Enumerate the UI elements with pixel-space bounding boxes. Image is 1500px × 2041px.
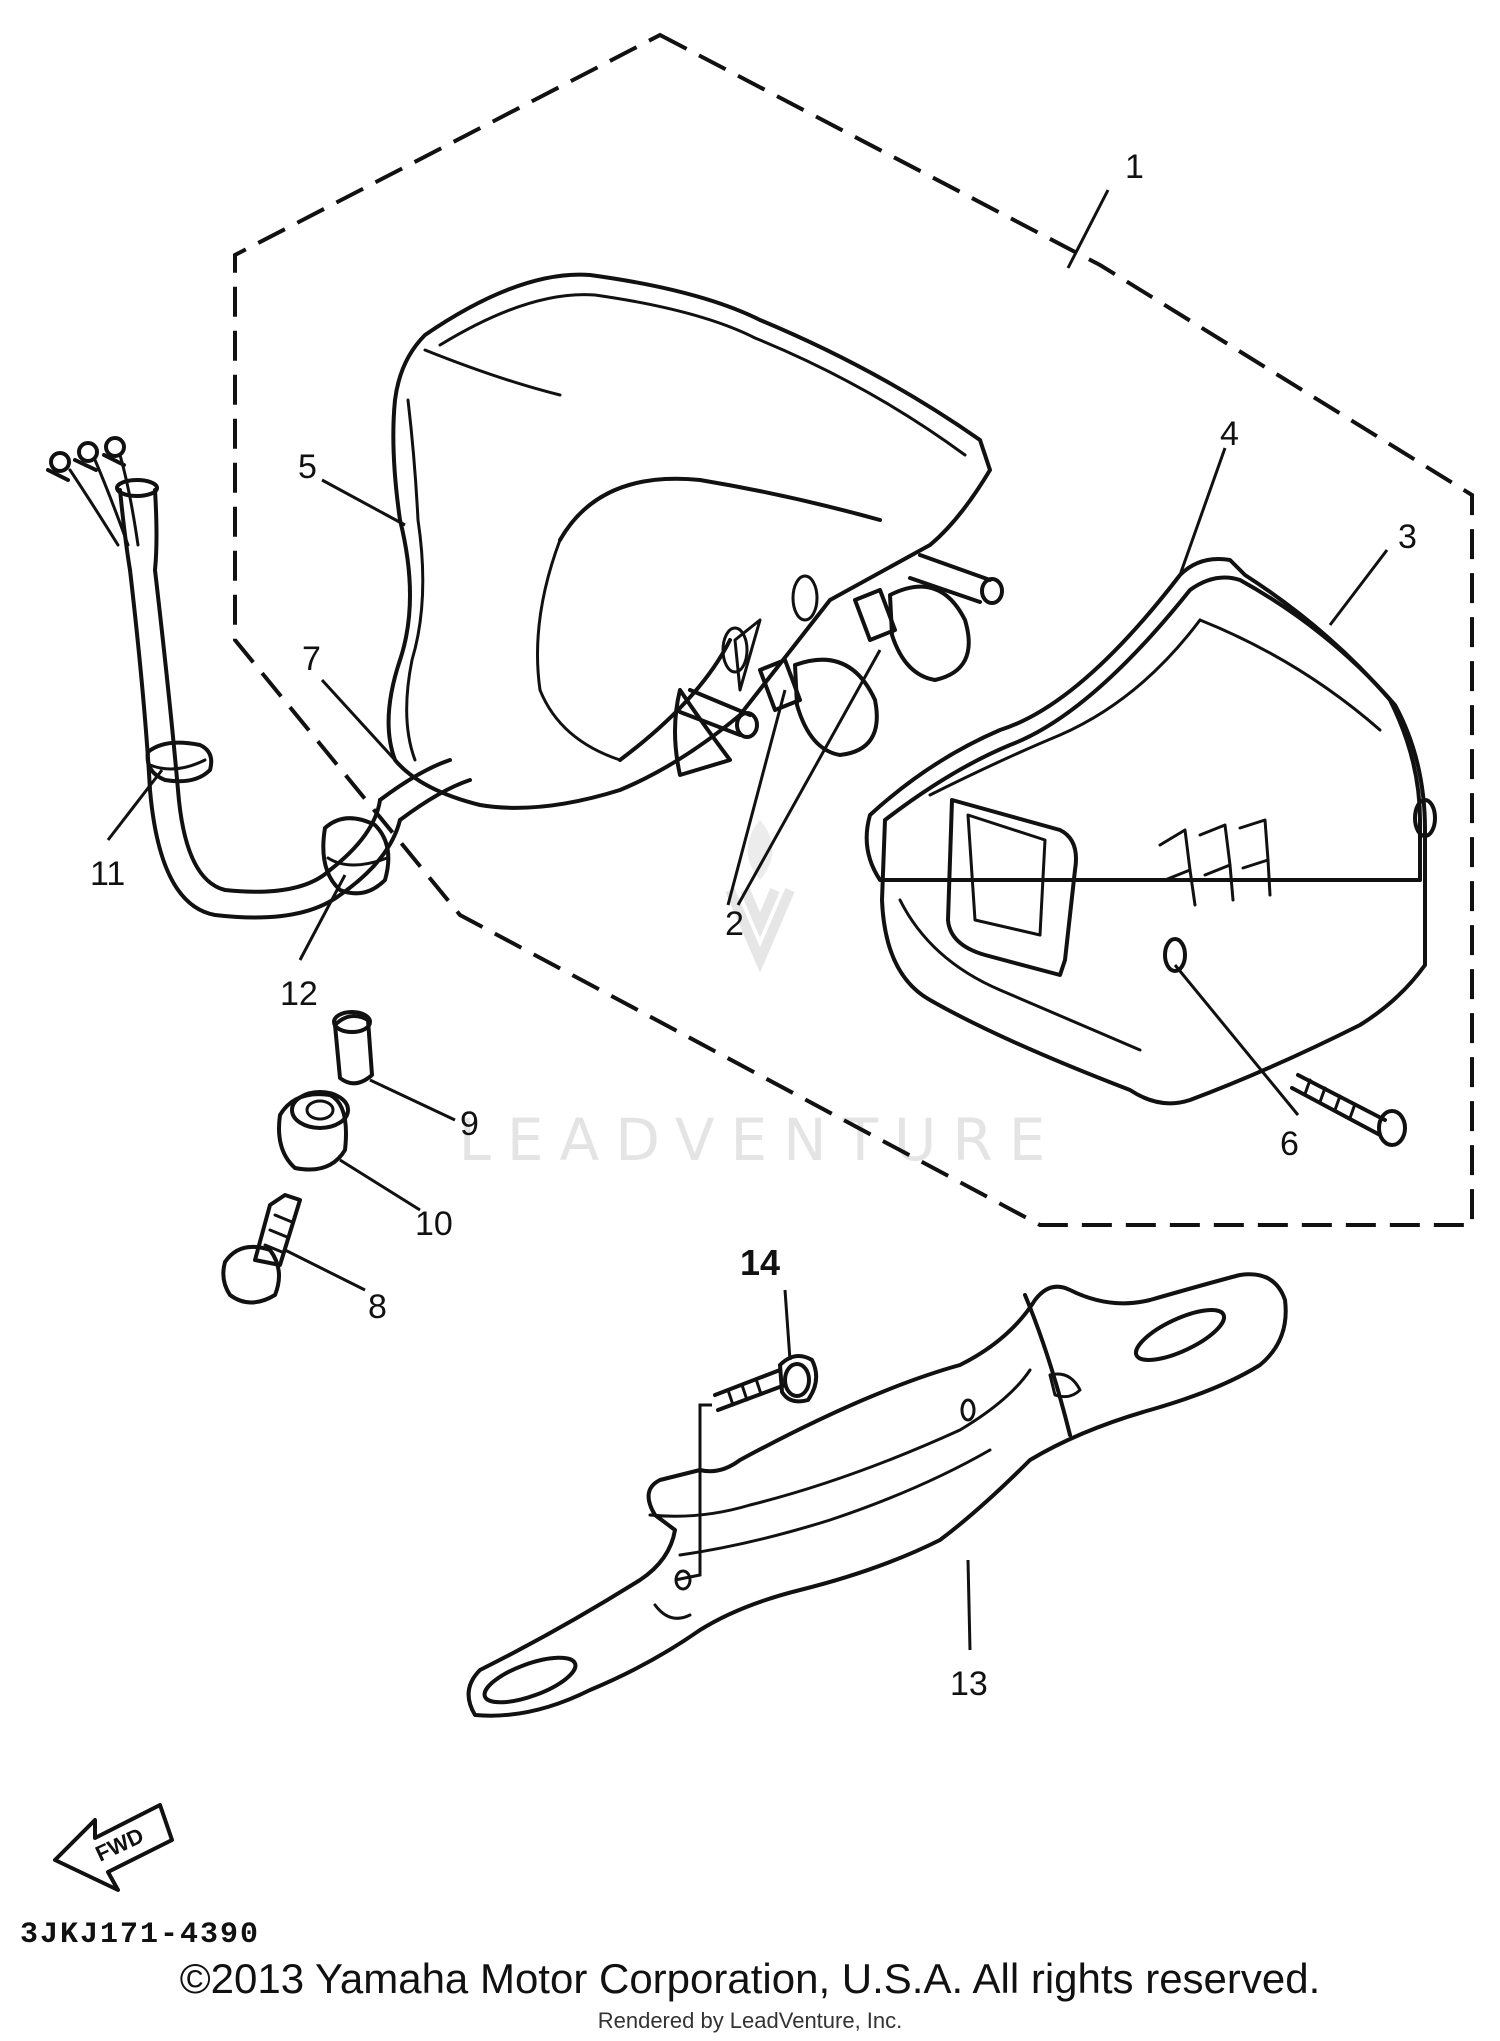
watermark-text: LEADVENTURE: [459, 1106, 1062, 1174]
callout-5: 5: [298, 448, 317, 486]
callout-labels: 1 2 3 4 5 6 7 8 9 10 11 12 13 14: [90, 148, 1417, 1703]
bolt-8: [221, 1193, 302, 1305]
license-bracket: [466, 1272, 1288, 1718]
callout-4: 4: [1220, 415, 1239, 453]
wire-harness: [115, 478, 472, 920]
bolt-14: [713, 1354, 819, 1412]
grommet-10: [277, 1090, 350, 1172]
callout-12: 12: [280, 975, 318, 1013]
bulb-lower: [758, 657, 879, 757]
screw-6: [1290, 1073, 1407, 1147]
taillight-lens: [880, 575, 1437, 1106]
leader-lines: [106, 189, 1389, 1651]
lens-gasket: [864, 557, 1422, 882]
callout-13: 13: [950, 1665, 988, 1703]
callout-10: 10: [415, 1205, 453, 1243]
grommet-12: [321, 816, 391, 896]
bulb-upper: [853, 584, 971, 682]
leadventure-watermark: LEADVENTURE: [459, 820, 1062, 1174]
fwd-label: FWD: [92, 1823, 148, 1867]
callout-3: 3: [1398, 518, 1417, 556]
callout-1: 1: [1125, 148, 1144, 186]
grommet-11: [145, 740, 214, 784]
collar-9: [332, 1010, 374, 1086]
taillight-base: [386, 272, 1004, 810]
callout-8: 8: [368, 1288, 387, 1326]
callout-7: 7: [302, 640, 321, 678]
assembly-boundary: [233, 32, 1474, 1227]
fwd-arrow-icon: FWD: [53, 1803, 174, 1892]
callout-14: 14: [740, 1242, 780, 1283]
callout-2: 2: [725, 905, 744, 943]
callout-11: 11: [90, 855, 125, 893]
callout-9: 9: [460, 1105, 479, 1143]
connector-pins: [46, 436, 140, 547]
copyright-notice: ©2013 Yamaha Motor Corporation, U.S.A. A…: [179, 1955, 1321, 2002]
rendered-by-credit: Rendered by LeadVenture, Inc.: [597, 2008, 903, 2033]
callout-6: 6: [1280, 1125, 1299, 1163]
diagram-code: 3JKJ171-4390: [20, 1918, 260, 1952]
